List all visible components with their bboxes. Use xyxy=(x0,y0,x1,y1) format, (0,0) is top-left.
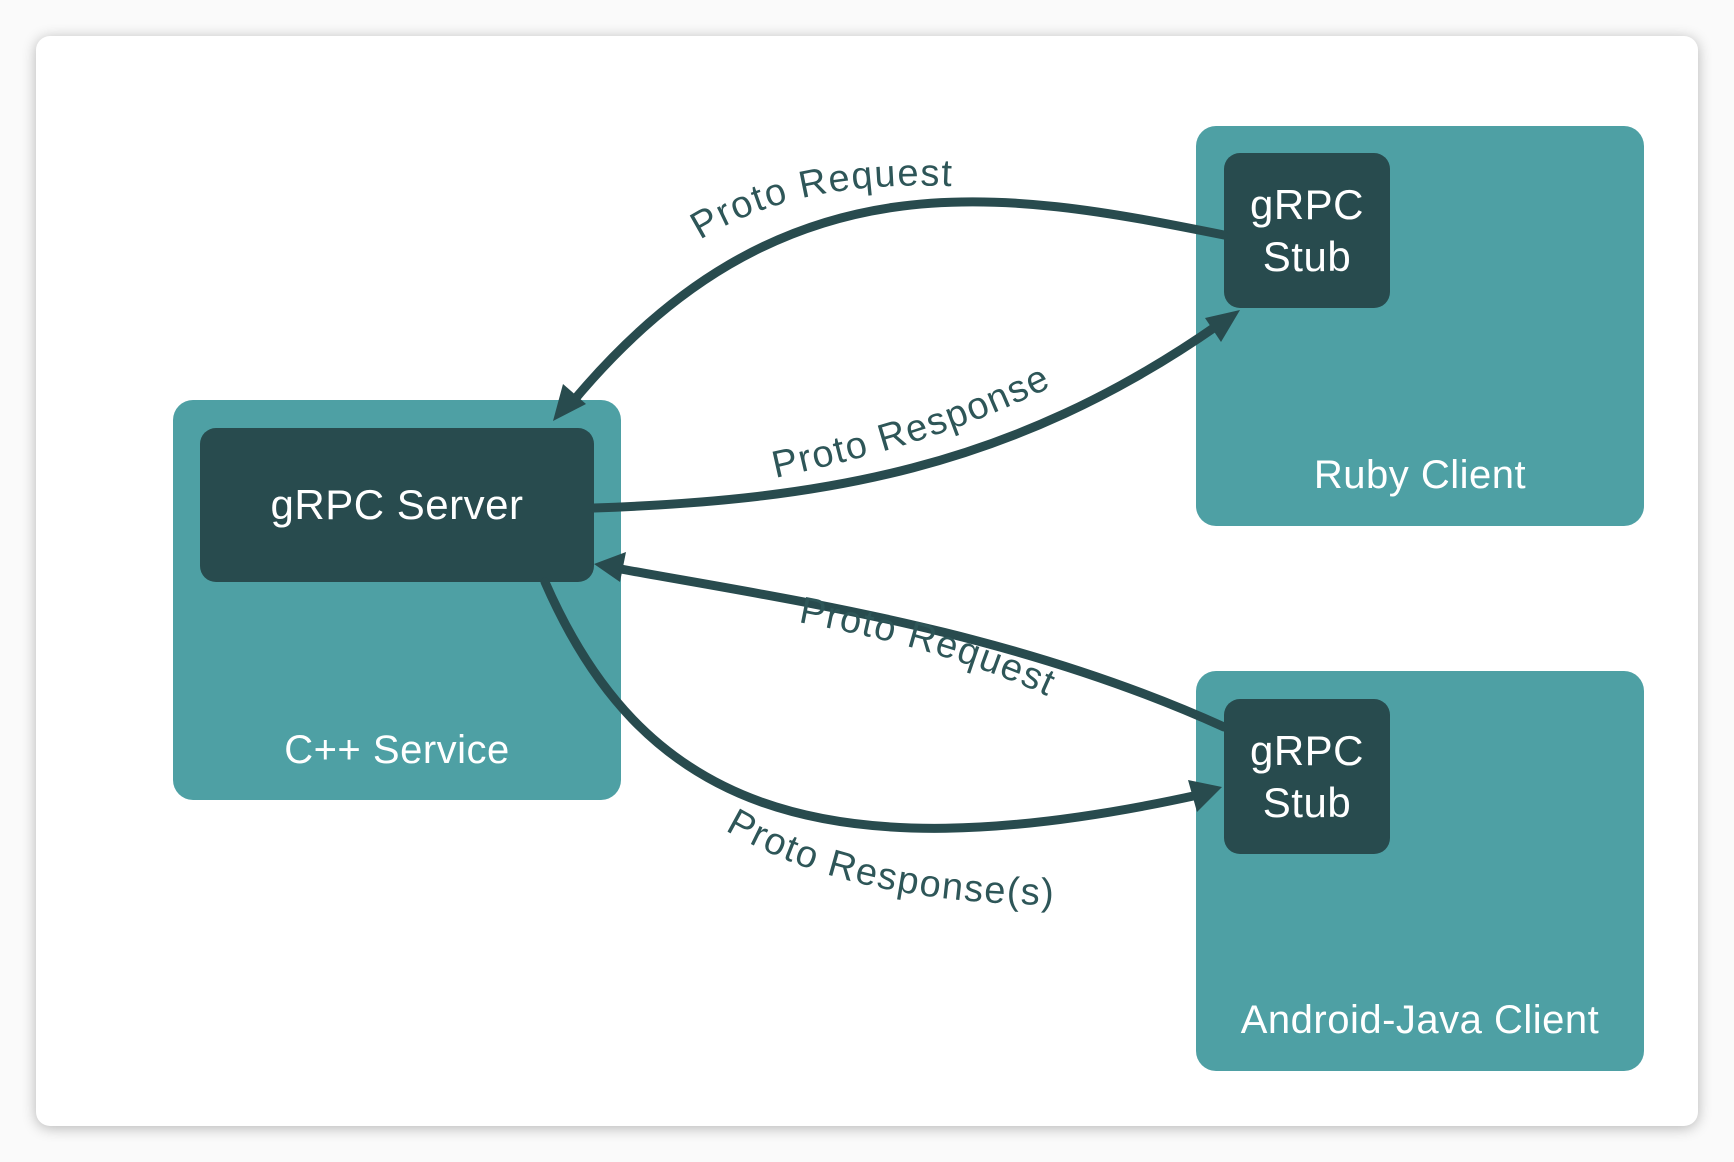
edge-label-response-android: Proto Response(s) xyxy=(720,801,1055,914)
ruby-stub-line2: Stub xyxy=(1262,232,1352,280)
edge-label-request-ruby: Proto Request xyxy=(684,152,955,247)
android-grpc-stub-box: gRPC Stub xyxy=(1224,699,1390,854)
ruby-client-label: Ruby Client xyxy=(1313,453,1527,497)
ruby-grpc-stub-box: gRPC Stub xyxy=(1224,153,1390,308)
cpp-service-label: C++ Service xyxy=(284,728,510,772)
arrowhead-response-android xyxy=(1188,780,1222,812)
grpc-server-box: gRPC Server xyxy=(200,428,594,582)
android-client-label: Android-Java Client xyxy=(1240,998,1600,1042)
arrow-response-server-to-android xyxy=(540,577,1203,833)
arrowhead-response-ruby xyxy=(1205,310,1240,342)
edge-label-request-android: Proto Request xyxy=(796,590,1062,705)
android-stub-line2: Stub xyxy=(1262,778,1352,826)
arrow-response-server-to-ruby xyxy=(589,320,1223,513)
arrowhead-request-android xyxy=(594,552,626,582)
arrow-request-ruby-to-server xyxy=(565,197,1229,410)
grpc-server-label: gRPC Server xyxy=(270,481,524,528)
ruby-stub-line1: gRPC xyxy=(1249,180,1365,228)
android-stub-line1: gRPC xyxy=(1249,726,1365,774)
arrowhead-request-ruby xyxy=(553,384,586,421)
arrow-request-android-to-server xyxy=(610,563,1229,732)
